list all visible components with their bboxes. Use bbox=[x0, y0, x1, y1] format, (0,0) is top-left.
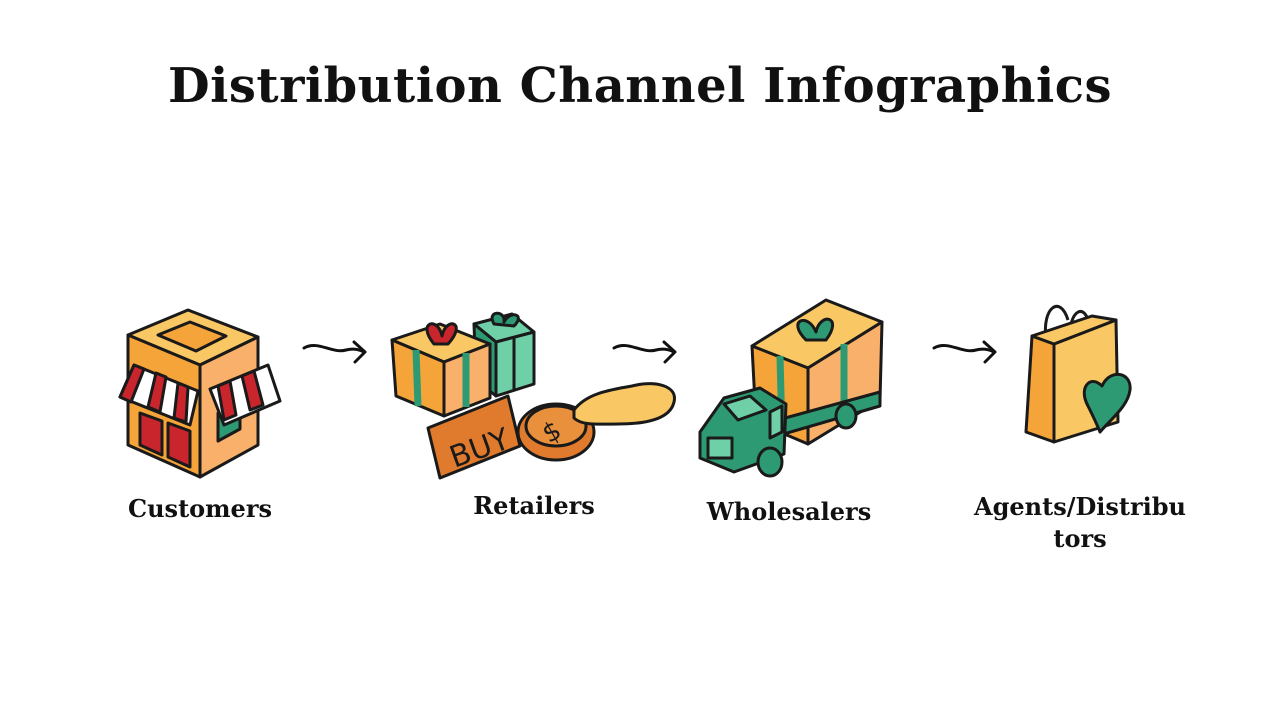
shopping-bag-heart-icon bbox=[1024, 304, 1132, 444]
storefront-icon bbox=[118, 308, 282, 479]
step-label-retailers: Retailers bbox=[473, 491, 595, 520]
delivery-truck-icon bbox=[698, 298, 884, 478]
step-label-customers: Customers bbox=[128, 494, 272, 523]
gift-buy-coin-icon: BUY $ bbox=[390, 311, 676, 480]
page-title: Distribution Channel Infographics bbox=[168, 58, 1112, 114]
arrow-right-icon bbox=[302, 340, 367, 364]
arrow-right-icon bbox=[932, 340, 997, 364]
step-label-agents-distributors: Agents/Distribu tors bbox=[973, 492, 1186, 553]
arrow-right-icon bbox=[612, 340, 677, 364]
step-label-wholesalers: Wholesalers bbox=[706, 497, 872, 526]
